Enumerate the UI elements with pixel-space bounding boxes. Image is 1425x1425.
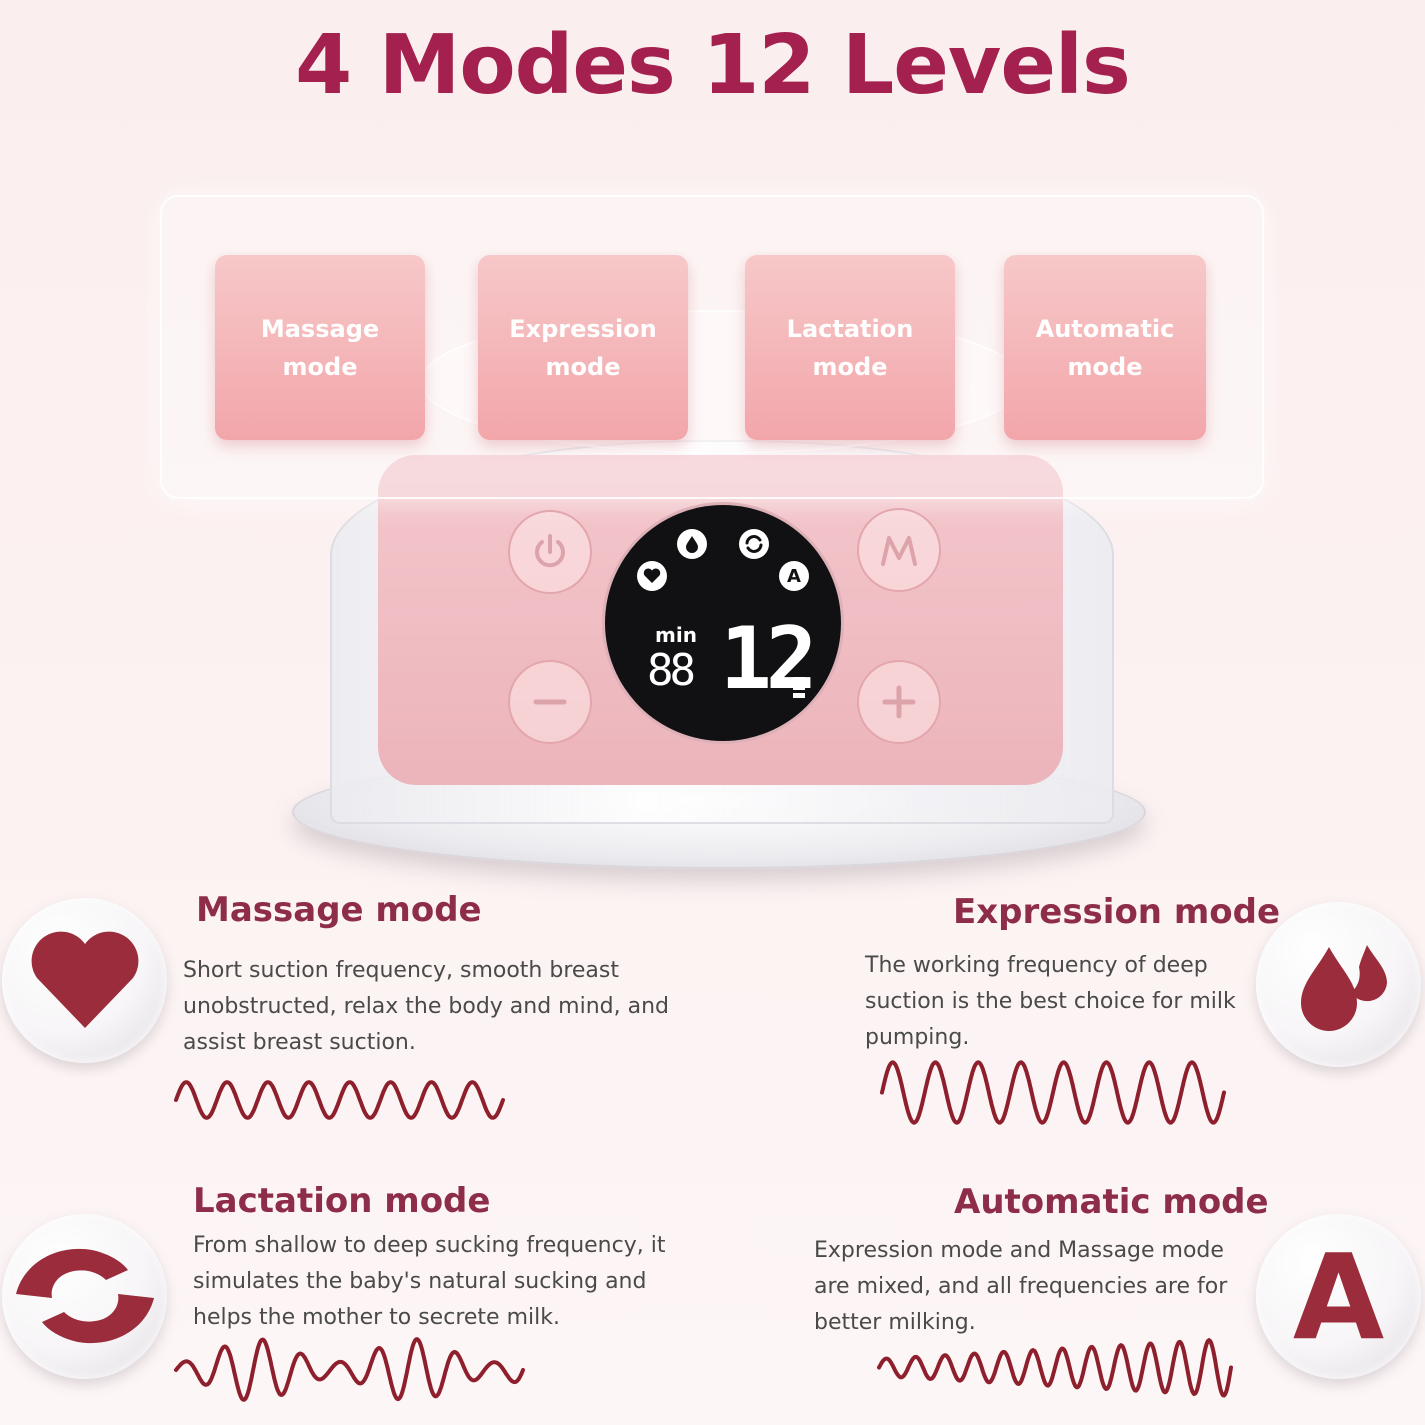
tile-label: Expression mode <box>509 314 657 381</box>
heart-icon <box>31 931 138 1028</box>
display-ghost-digits: 88 <box>647 645 696 696</box>
tile-lactation-mode[interactable]: Lactation mode <box>745 255 955 440</box>
minus-icon <box>533 699 567 705</box>
expression-text: The working frequency of deep suction is… <box>865 953 1236 1050</box>
tile-label: Lactation mode <box>786 314 914 381</box>
display-level: 12 <box>720 609 818 709</box>
tile-automatic-mode[interactable]: Automatic mode <box>1004 255 1206 440</box>
minus-button[interactable] <box>508 660 592 744</box>
mode-button[interactable] <box>857 508 941 592</box>
lactation-wave <box>174 1337 525 1402</box>
drop-icon <box>1300 944 1387 1031</box>
a-icon: A <box>1292 1227 1385 1366</box>
page-title: 4 Modes 12 Levels <box>295 18 1131 113</box>
massage-title: Massage mode <box>196 890 482 930</box>
power-icon <box>535 534 565 568</box>
power-button[interactable] <box>508 510 592 594</box>
automatic-wave <box>877 1337 1233 1398</box>
plus-icon <box>882 685 916 719</box>
automatic-text: Expression mode and Massage mode are mix… <box>814 1238 1228 1335</box>
cycle-icon <box>15 1248 154 1343</box>
cycle-icon <box>739 529 769 559</box>
lactation-title: Lactation mode <box>193 1181 491 1221</box>
massage-text: Short suction frequency, smooth breast u… <box>183 958 670 1055</box>
a-icon: A <box>779 561 809 591</box>
lactation-orb <box>2 1214 167 1379</box>
expression-wave <box>880 1060 1226 1125</box>
massage-orb <box>2 898 167 1063</box>
drop-icon <box>677 529 707 559</box>
massage-wave <box>174 1080 505 1120</box>
automatic-orb: A <box>1256 1214 1421 1379</box>
battery-indicator <box>793 677 805 701</box>
tile-expression-mode[interactable]: Expression mode <box>478 255 688 440</box>
tile-label: Massage mode <box>260 314 380 381</box>
expression-title: Expression mode <box>953 892 1281 932</box>
tile-massage-mode[interactable]: Massage mode <box>215 255 425 440</box>
lactation-text: From shallow to deep sucking frequency, … <box>193 1233 666 1330</box>
heart-icon <box>637 561 667 591</box>
tile-label: Automatic mode <box>1035 314 1175 381</box>
display-unit: min <box>655 623 697 647</box>
expression-orb <box>1256 902 1421 1067</box>
plus-button[interactable] <box>857 660 941 744</box>
m-icon <box>881 536 917 566</box>
automatic-title: Automatic mode <box>954 1182 1269 1222</box>
display-screen: A min 88 12 <box>605 505 841 741</box>
